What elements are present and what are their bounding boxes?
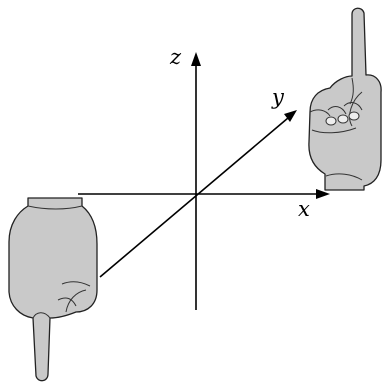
hand-pointing-down-icon xyxy=(8,197,98,382)
y-axis-arrowhead xyxy=(284,110,297,122)
upper-hand-nail-2 xyxy=(337,114,349,124)
z-axis-arrowhead xyxy=(191,52,201,66)
upper-hand-thumb xyxy=(311,91,363,134)
lower-hand-wrist-line xyxy=(27,205,83,210)
upper-hand-shape xyxy=(308,7,382,191)
x-axis-arrowhead xyxy=(316,189,330,199)
lower-hand-shape xyxy=(8,197,98,382)
hand-pointing-up-icon xyxy=(308,7,382,191)
upper-hand-nail-1 xyxy=(325,116,337,126)
y-axis-label: y xyxy=(271,85,285,109)
axes xyxy=(78,52,330,310)
x-axis-label: x xyxy=(298,197,310,221)
lower-hand-knuckles xyxy=(57,281,91,313)
lower-hand-index-base xyxy=(32,312,51,319)
upper-hand-nail-3 xyxy=(348,111,360,121)
z-axis-label: z xyxy=(169,45,182,69)
y-axis xyxy=(99,117,289,278)
upper-hand-knuckles xyxy=(309,77,363,117)
upper-hand-palm-line xyxy=(325,173,363,181)
